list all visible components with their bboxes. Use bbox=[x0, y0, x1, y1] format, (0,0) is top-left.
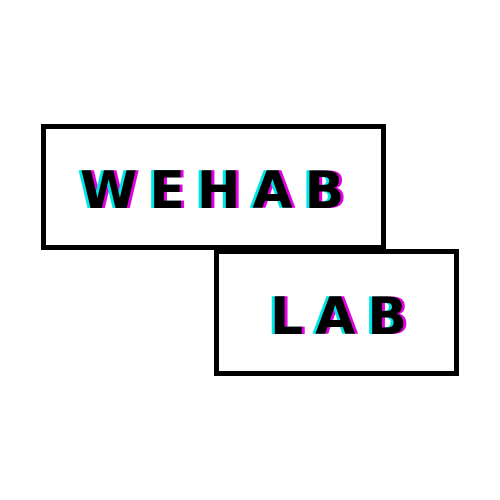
logo-top-frame bbox=[41, 124, 386, 250]
logo-word-lab: LAB bbox=[270, 287, 420, 347]
logo-bottom-frame bbox=[214, 249, 459, 376]
logo-word-wehab: WEHAB bbox=[80, 161, 357, 221]
